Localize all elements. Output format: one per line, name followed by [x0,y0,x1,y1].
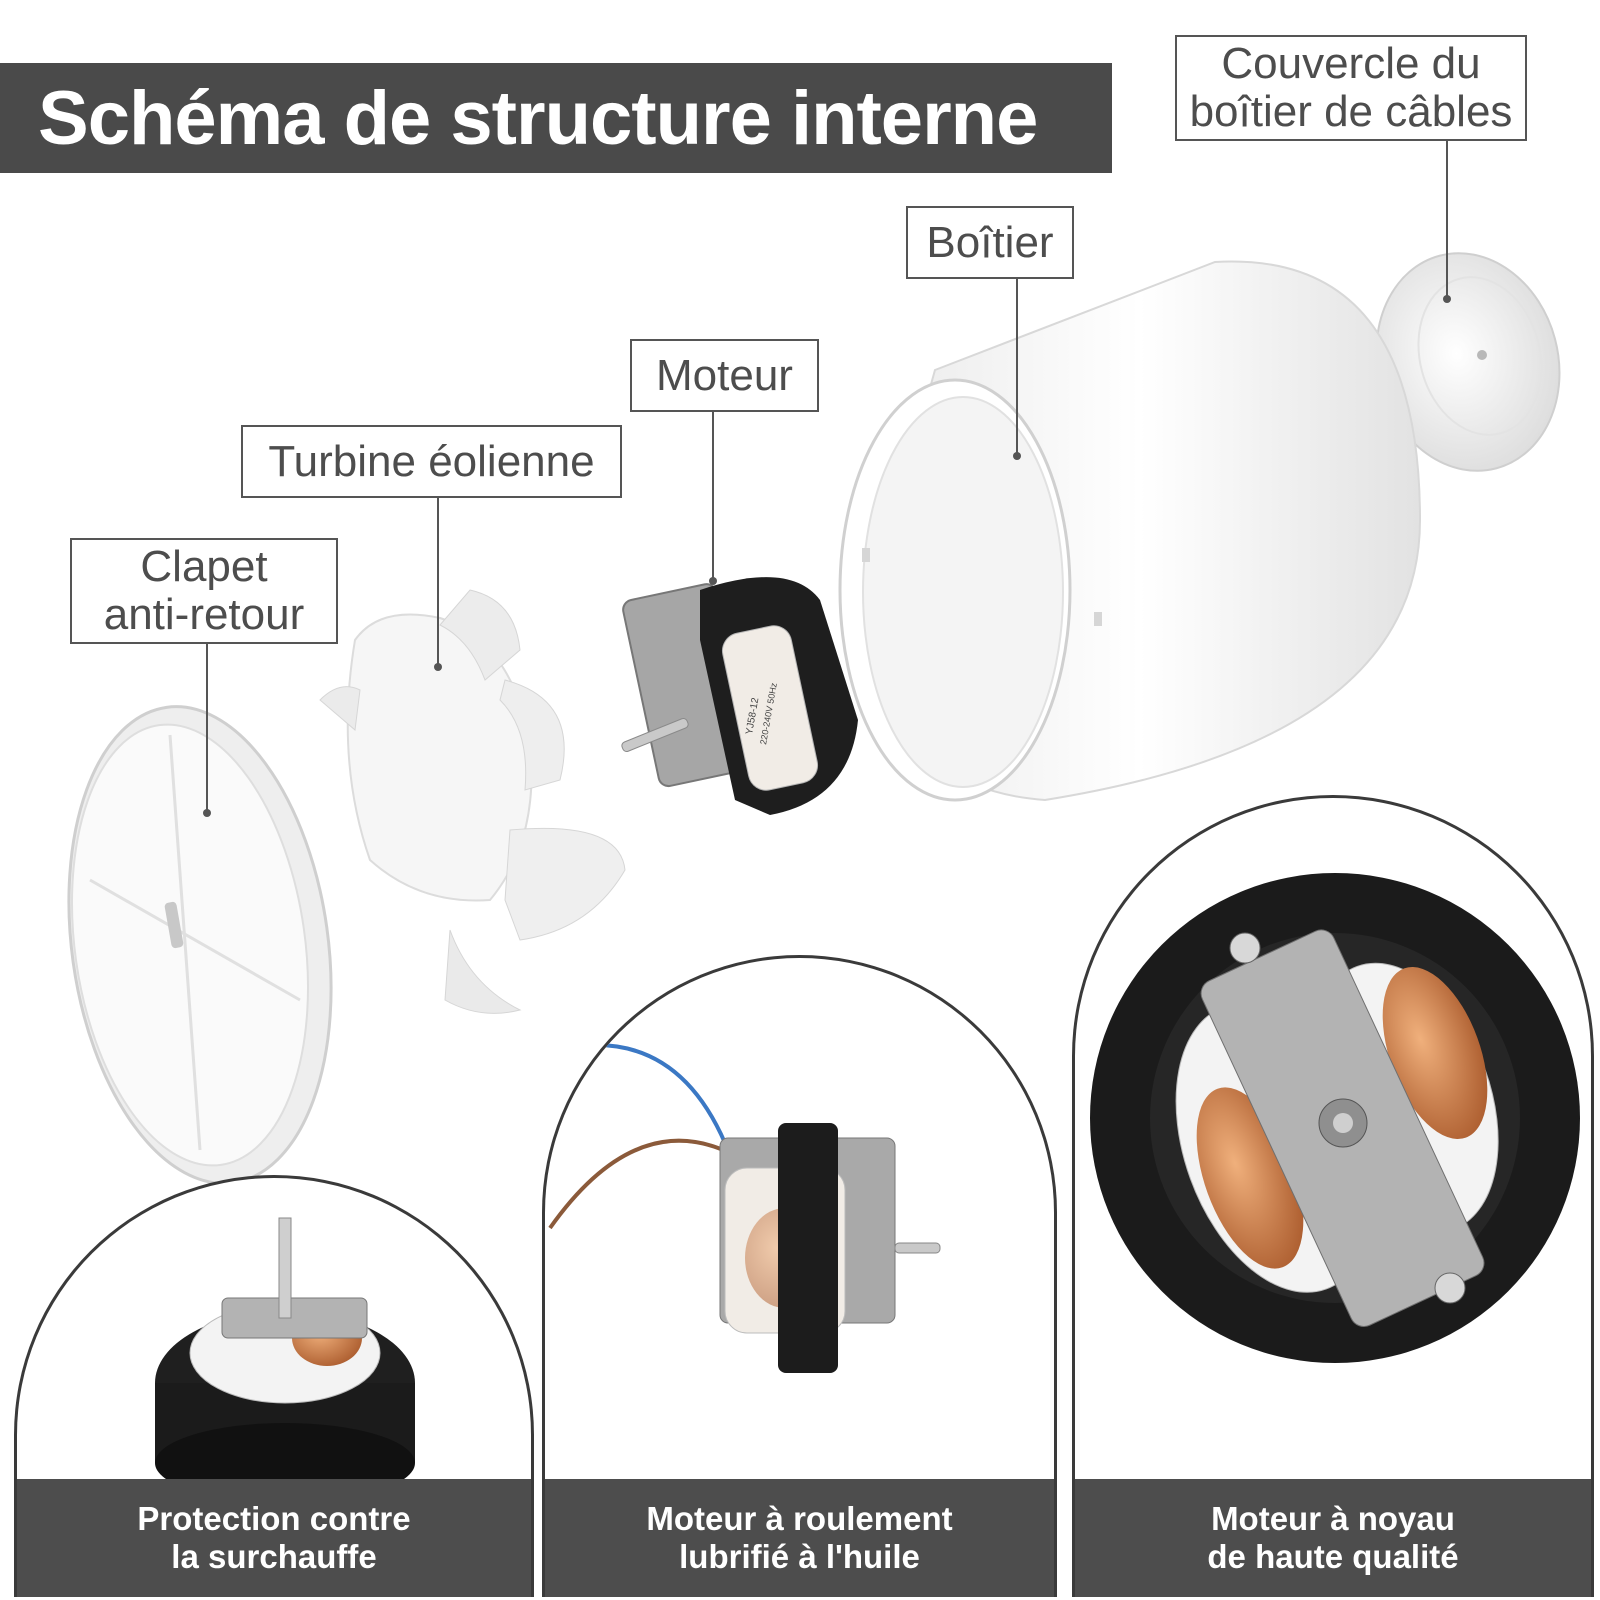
feature-caption-oil-bearing: Moteur à roulement lubrifié à l'huile [545,1479,1054,1597]
leader-line-valve [206,644,208,812]
label-non-return-valve: Clapet anti-retour [70,538,338,644]
feature-overheat-line1: Protection contre [137,1500,411,1537]
label-valve-line2: anti-retour [103,590,305,639]
leader-dot-cover [1443,295,1451,303]
label-valve-line1: Clapet [140,542,268,591]
feature-quality-core-line1: Moteur à noyau [1211,1500,1455,1537]
feature-overheat-line2: la surchauffe [171,1538,377,1575]
label-motor-text: Moteur [656,350,793,400]
wind-turbine-part [319,589,626,1014]
leader-dot-turbine [434,663,442,671]
leader-line-turbine [437,498,439,666]
feature-quality-core-line2: de haute qualité [1207,1538,1459,1575]
label-motor: Moteur [630,339,819,412]
motor-top-view-photo [155,1217,415,1503]
label-cable-box-cover-line2: boîtier de câbles [1189,87,1513,136]
housing-cylinder [838,260,1422,802]
leader-dot-valve [203,809,211,817]
label-cable-box-cover-line1: Couvercle du [1221,39,1481,88]
feature-card-quality-core: Moteur à noyau de haute qualité [1072,795,1594,1597]
motor-part: YJ58-12 220-240V 50Hz [621,577,858,815]
leader-line-cover [1446,141,1448,299]
feature-caption-overheat: Protection contre la surchauffe [17,1479,531,1597]
motor-closeup-photo [1090,873,1580,1363]
label-wind-turbine-text: Turbine éolienne [268,436,595,486]
label-cable-box-cover: Couvercle du boîtier de câbles [1175,35,1527,141]
feature-caption-quality-core: Moteur à noyau de haute qualité [1075,1479,1591,1597]
title-banner: Schéma de structure interne [0,63,1112,173]
leader-dot-motor [709,577,717,585]
page-title: Schéma de structure interne [38,75,1038,161]
label-wind-turbine: Turbine éolienne [241,425,622,498]
feature-card-overheat-protection: Protection contre la surchauffe [14,1175,534,1597]
leader-line-motor [712,412,714,580]
motor-side-view-photo [548,1043,941,1373]
feature-oil-bearing-line1: Moteur à roulement [646,1500,953,1537]
non-return-valve-part [67,705,333,1185]
leader-line-housing [1016,279,1018,455]
label-housing: Boîtier [906,206,1074,279]
cable-box-cover [1375,252,1561,472]
feature-card-oil-bearing: Moteur à roulement lubrifié à l'huile [542,955,1057,1597]
label-housing-text: Boîtier [926,217,1054,267]
leader-dot-housing [1013,452,1021,460]
feature-oil-bearing-line2: lubrifié à l'huile [679,1538,920,1575]
